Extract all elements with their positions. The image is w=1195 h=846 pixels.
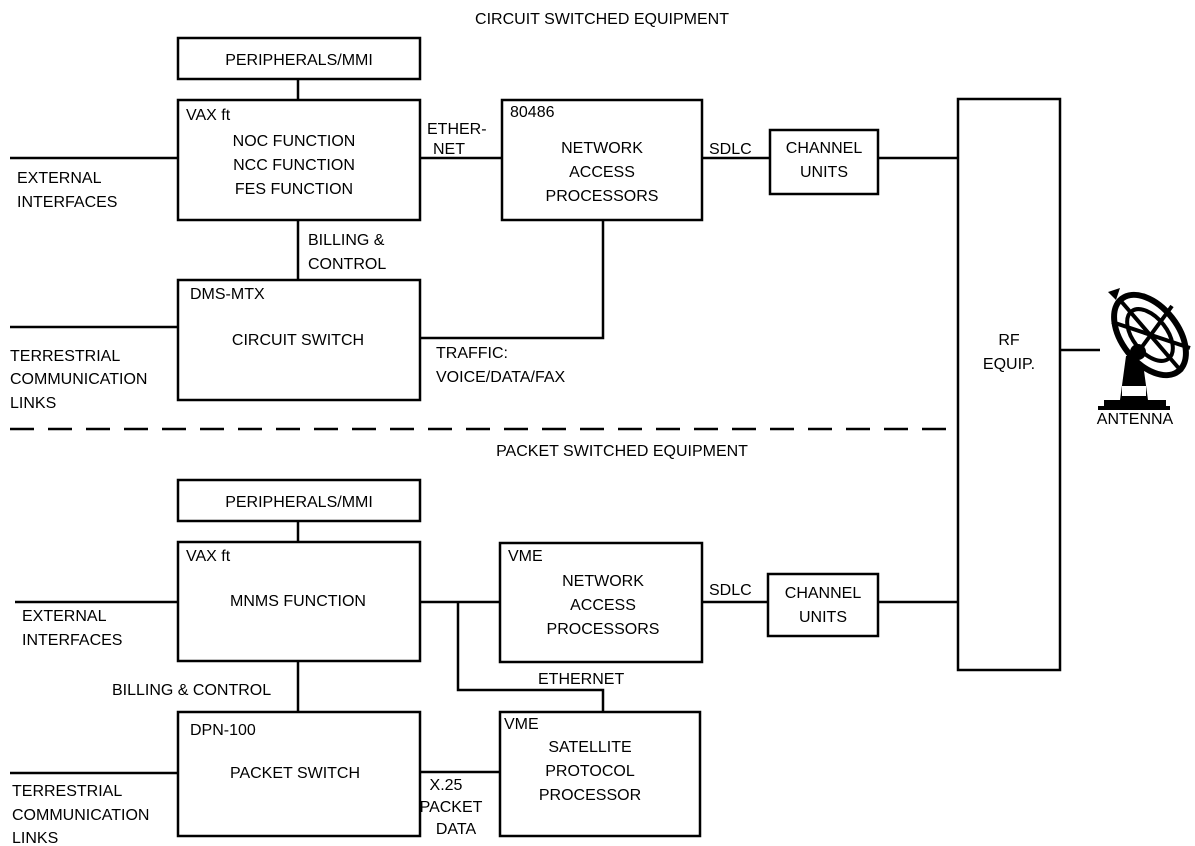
circuit-terrestrial-label-1: TERRESTRIAL [10, 348, 120, 365]
circuit-nap-line-2: ACCESS [569, 164, 635, 181]
packet-channel-line-2: UNITS [799, 609, 847, 626]
packet-switch-label: PACKET SWITCH [230, 765, 360, 782]
circuit-switch-label: CIRCUIT SWITCH [232, 332, 364, 349]
circuit-channel-units-box: CHANNEL UNITS [768, 128, 880, 196]
packet-vax-tag: VAX ft [186, 548, 231, 565]
circuit-nap-box: 80486 NETWORK ACCESS PROCESSORS [500, 98, 704, 222]
packet-spp-box: VME SATELLITE PROTOCOL PROCESSOR [498, 710, 702, 838]
rf-label-1: RF [998, 332, 1020, 349]
packet-channel-units-box: CHANNEL UNITS [766, 572, 880, 638]
circuit-billing-label-2: CONTROL [308, 256, 386, 273]
packet-spp-line-1: SATELLITE [548, 739, 631, 756]
circuit-ethernet-label-1: ETHER- [427, 121, 487, 138]
circuit-ethernet-label-2: NET [433, 141, 465, 158]
packet-nap-line-3: PROCESSORS [547, 621, 660, 638]
packet-peripherals-label: PERIPHERALS/MMI [225, 494, 373, 511]
packet-terrestrial-label-1: TERRESTRIAL [12, 783, 122, 800]
packet-sdlc-label: SDLC [709, 582, 752, 599]
packet-nap-tag: VME [508, 548, 543, 565]
packet-terrestrial-label-3: LINKS [12, 830, 58, 846]
packet-external-label-1: EXTERNAL [22, 608, 107, 625]
rf-equipment-box: RF EQUIP. [956, 97, 1062, 672]
packet-vax-label: MNMS FUNCTION [230, 593, 366, 610]
circuit-vax-line-3: FES FUNCTION [235, 181, 353, 198]
circuit-traffic-label-2: VOICE/DATA/FAX [436, 369, 566, 386]
packet-billing-label: BILLING & CONTROL [112, 682, 271, 699]
packet-spp-line-2: PROTOCOL [545, 763, 635, 780]
circuit-peripherals-box: PERIPHERALS/MMI [176, 36, 422, 81]
circuit-external-label-1: EXTERNAL [17, 170, 102, 187]
packet-switch-box: DPN-100 PACKET SWITCH [176, 710, 422, 838]
circuit-switch-box: DMS-MTX CIRCUIT SWITCH [176, 278, 422, 402]
circuit-switch-tag: DMS-MTX [190, 286, 265, 303]
circuit-channel-line-1: CHANNEL [786, 140, 863, 157]
circuit-vax-line-1: NOC FUNCTION [233, 133, 356, 150]
packet-switch-tag: DPN-100 [190, 722, 256, 739]
packet-spp-line-3: PROCESSOR [539, 787, 641, 804]
packet-vax-box: VAX ft MNMS FUNCTION [176, 540, 422, 663]
circuit-traffic-label-1: TRAFFIC: [436, 345, 508, 362]
circuit-sdlc-label: SDLC [709, 141, 752, 158]
antenna-label: ANTENNA [1097, 411, 1174, 428]
packet-x25-label-3: DATA [436, 821, 477, 838]
circuit-external-label-2: INTERFACES [17, 194, 117, 211]
packet-peripherals-box: PERIPHERALS/MMI [176, 478, 422, 523]
circuit-vax-tag: VAX ft [186, 107, 231, 124]
packet-terrestrial-label-2: COMMUNICATION [12, 807, 149, 824]
satellite-dish-icon [1098, 288, 1191, 410]
circuit-vax-box: VAX ft NOC FUNCTION NCC FUNCTION FES FUN… [176, 98, 422, 222]
packet-spp-tag: VME [504, 716, 539, 733]
circuit-billing-label-1: BILLING & [308, 232, 385, 249]
packet-x25-label-1: X.25 [430, 777, 463, 794]
packet-nap-line-1: NETWORK [562, 573, 644, 590]
circuit-channel-line-2: UNITS [800, 164, 848, 181]
packet-section-title: PACKET SWITCHED EQUIPMENT [496, 443, 748, 460]
circuit-terrestrial-label-2: COMMUNICATION [10, 371, 147, 388]
circuit-peripherals-label: PERIPHERALS/MMI [225, 52, 373, 69]
circuit-traffic-link [420, 220, 605, 340]
packet-spp-ethernet-link [456, 602, 605, 712]
circuit-nap-tag: 80486 [510, 104, 555, 121]
rf-label-2: EQUIP. [983, 356, 1035, 373]
packet-ethernet-label: ETHERNET [538, 671, 624, 688]
packet-nap-box: VME NETWORK ACCESS PROCESSORS [498, 541, 704, 664]
packet-channel-line-1: CHANNEL [785, 585, 862, 602]
circuit-nap-line-1: NETWORK [561, 140, 643, 157]
packet-nap-line-2: ACCESS [570, 597, 636, 614]
circuit-vax-line-2: NCC FUNCTION [233, 157, 355, 174]
circuit-nap-line-3: PROCESSORS [546, 188, 659, 205]
packet-external-label-2: INTERFACES [22, 632, 122, 649]
circuit-terrestrial-label-3: LINKS [10, 395, 56, 412]
circuit-section-title: CIRCUIT SWITCHED EQUIPMENT [475, 11, 729, 28]
packet-x25-label-2: PACKET [420, 799, 483, 816]
